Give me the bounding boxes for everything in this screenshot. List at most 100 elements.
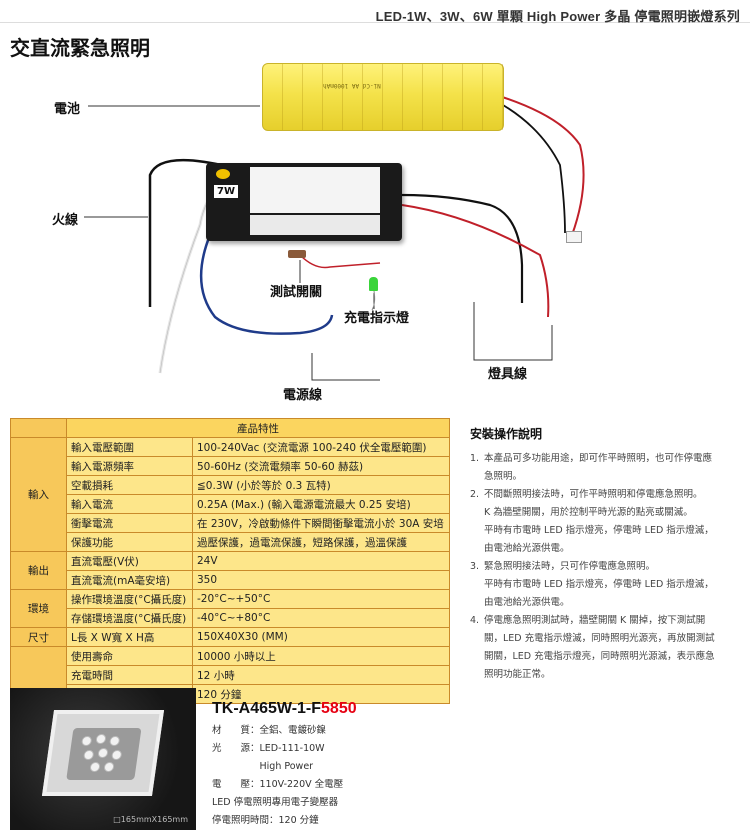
list-item-text: 開關，LED 充電指示燈亮，同時照明光源滅，表示應急 <box>484 651 715 662</box>
list-item-number <box>470 504 484 522</box>
table-cell-value: 24V <box>192 551 450 571</box>
list-item-text: 緊急照明接法時，只可作停電應急照明。 <box>484 561 656 572</box>
table-row: 空載損耗≦0.3W (小於等於 0.3 瓦特) <box>11 475 450 495</box>
model-main: TK-A465W-1-F <box>212 700 322 717</box>
table-group-label: 尺寸 <box>10 627 67 647</box>
wiring-diagram: Ni-Cd AA 1000mAh 7W 電池 火線 測試開關 充電指示燈 燈具線… <box>0 55 750 410</box>
driver-power-label: 7W <box>214 185 238 198</box>
table-cell-value: 12 小時 <box>192 665 450 685</box>
callout-charge-indicator: 充電指示燈 <box>344 311 410 326</box>
install-list: 1.本產品可多功能用途，即可作平時照明，也可作停電應急照明。2.不間斷照明接法時… <box>470 450 742 684</box>
list-item-number <box>470 594 484 612</box>
list-item: 由電池給光源供電。 <box>470 594 742 612</box>
battery-print: Ni-Cd AA 1000mAh <box>323 82 381 89</box>
list-item-number: 3. <box>470 561 480 572</box>
table-group-label: 環境 <box>10 589 67 628</box>
product-spec: 材 質：全鋁、電鍍砂鎳光 源：LED-111-10W High Power 電 壓… <box>212 722 343 830</box>
list-item-text: 平時有市電時 LED 指示燈亮，停電時 LED 指示燈滅， <box>484 525 714 536</box>
list-item: 平時有市電時 LED 指示燈亮，停電時 LED 指示燈滅， <box>470 522 742 540</box>
driver-label-sticker <box>250 167 380 213</box>
battery-connector <box>566 231 582 243</box>
list-item-text: 照明功能正常。 <box>484 669 551 680</box>
list-item-text: 由電池給光源供電。 <box>484 597 570 608</box>
table-cell-value: 120 分鐘 <box>192 684 450 704</box>
power-wire-leader <box>311 353 380 381</box>
page-title: 交直流緊急照明 <box>10 36 150 60</box>
callout-power-wire: 電源線 <box>283 388 323 403</box>
table-group-label: 輸出 <box>10 551 67 590</box>
table-cell-value: 100-240Vac (交流電源 100-240 伏全電壓範圍) <box>192 437 450 457</box>
callout-lamp-wire: 燈具線 <box>488 367 528 382</box>
battery-black-wire <box>495 100 566 234</box>
table-cell-name: 保護功能 <box>66 532 193 552</box>
list-item-number <box>470 468 484 486</box>
product-spec-line: High Power <box>212 761 314 772</box>
table-cell-name: 直流電壓(V伏) <box>66 551 193 571</box>
table-cell-name: 直流電流(mA毫安培) <box>66 570 193 590</box>
product-spec-line: 光 源：LED-111-10W <box>212 743 325 754</box>
charge-indicator-led <box>369 277 378 291</box>
recessed-fixture <box>41 710 165 796</box>
table-cell-value: -40°C~+80°C <box>192 608 450 628</box>
list-item-number <box>470 666 484 684</box>
list-item-number: 1. <box>470 453 480 464</box>
list-item-number <box>470 630 484 648</box>
list-item: 關，LED 充電指示燈滅，同時照明光源亮，再放開測試 <box>470 630 742 648</box>
table-row: 存儲環境溫度(°C攝氏度)-40°C~+80°C <box>11 608 450 628</box>
battery-pack: Ni-Cd AA 1000mAh <box>262 63 504 131</box>
product-spec-line: 電 壓：110V-220V 全電壓 <box>212 779 344 790</box>
callout-battery: 電池 <box>54 102 81 117</box>
list-item-text: 平時有市電時 LED 指示燈亮，停電時 LED 指示燈滅， <box>484 579 714 590</box>
black-wire-right <box>401 193 524 303</box>
model-accent: 5850 <box>321 700 357 717</box>
list-item: 2. 不間斷照明接法時，可作平時照明和停電應急照明。 <box>470 486 742 504</box>
list-item: K 為牆壁開關，用於控制平時光源的點亮或關滅。 <box>470 504 742 522</box>
table-group-label: 輸入 <box>10 437 67 552</box>
table-row: 環境操作環境溫度(°C攝氏度)-20°C~+50°C <box>10 589 450 628</box>
list-item-text: 關，LED 充電指示燈滅，同時照明光源亮，再放開測試 <box>484 633 715 644</box>
list-item-text: 不間斷照明接法時，可作平時照明和停電應急照明。 <box>484 489 703 500</box>
table-cell-value: 在 230V，冷啟動條件下瞬間衝擊電流小於 30A 安培 <box>192 513 450 533</box>
table-cell-value: 150X40X30 (MM) <box>192 627 450 647</box>
switch-wire <box>299 254 381 269</box>
list-item: 急照明。 <box>470 468 742 486</box>
table-row: 輸出直流電壓(V伏)24V <box>10 551 450 590</box>
table-cell-value: 0.25A (Max.) (輸入電源電流最大 0.25 安培) <box>192 494 450 514</box>
lamp-wire-leader <box>473 302 553 361</box>
fixture-head <box>66 728 142 780</box>
table-corner <box>10 418 67 438</box>
list-item-number: 4. <box>470 615 480 626</box>
table-row: 保護功能過壓保護，過電流保護，短路保護，過溫保護 <box>11 532 450 552</box>
table-cell-name: 輸入電流 <box>66 494 193 514</box>
table-cell-name: 操作環境溫度(°C攝氏度) <box>66 589 193 609</box>
table-cell-name: 存儲環境溫度(°C攝氏度) <box>66 608 193 628</box>
list-item: 平時有市電時 LED 指示燈亮，停電時 LED 指示燈滅， <box>470 576 742 594</box>
table-cell-name: 輸入電源頻率 <box>66 456 193 476</box>
model-number: TK-A465W-1-F5850 <box>212 700 357 718</box>
product-spec-line: 材 質：全鋁、電鍍砂鎳 <box>212 725 327 736</box>
list-item-text: 急照明。 <box>484 471 523 482</box>
table-cell-value: 350 <box>192 570 450 590</box>
table-cell-name: 使用壽命 <box>66 646 193 666</box>
emergency-driver: 7W <box>206 163 402 241</box>
install-title: 安裝操作說明 <box>470 427 543 441</box>
battery-red-wire <box>495 94 585 236</box>
product-spec-line: 停電照明時間：120 分鐘 <box>212 815 319 826</box>
product-spec-line: LED 停電照明專用電子變壓器 <box>212 797 339 808</box>
table-header-row: 產品特性 <box>10 418 450 438</box>
table-cell-value: ≦0.3W (小於等於 0.3 瓦特) <box>192 475 450 495</box>
table-cell-name: 充電時間 <box>66 665 193 685</box>
photo-size-label: □165mmX165mm <box>113 815 188 824</box>
led-leads <box>371 290 376 311</box>
header-rule <box>0 22 750 23</box>
product-photo: □165mmX165mm <box>10 688 196 830</box>
list-item-number: 2. <box>470 489 480 500</box>
table-cell-name: 空載損耗 <box>66 475 193 495</box>
list-item-number <box>470 576 484 594</box>
list-item-number <box>470 648 484 666</box>
table-cell-value: 50-60Hz (交流電頻率 50-60 赫茲) <box>192 456 450 476</box>
